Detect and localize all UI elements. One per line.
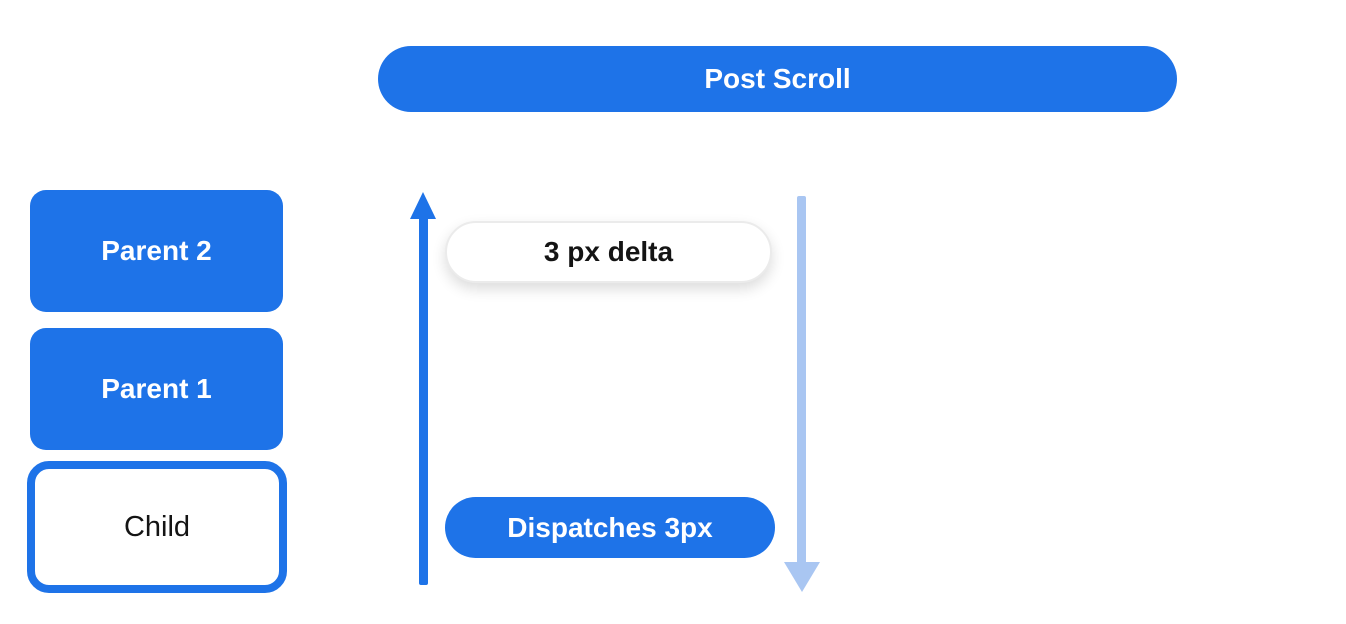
up-arrow-line (419, 214, 428, 585)
dispatch-pill: Dispatches 3px (445, 497, 775, 558)
node-parent-2: Parent 2 (30, 190, 283, 312)
node-parent-2-label: Parent 2 (101, 235, 212, 266)
node-parent-1-label: Parent 1 (101, 373, 212, 404)
node-child: Child (27, 461, 287, 593)
node-child-label: Child (123, 510, 191, 543)
delta-pill: 3 px delta (445, 221, 772, 283)
post-scroll-label: Post Scroll (704, 63, 851, 94)
down-arrow-head-icon (784, 562, 820, 592)
down-arrow-line (797, 196, 806, 564)
post-scroll-banner: Post Scroll (378, 46, 1177, 112)
node-parent-1: Parent 1 (30, 328, 283, 450)
dispatch-pill-label: Dispatches 3px (507, 511, 713, 543)
delta-pill-label: 3 px delta (543, 236, 674, 267)
